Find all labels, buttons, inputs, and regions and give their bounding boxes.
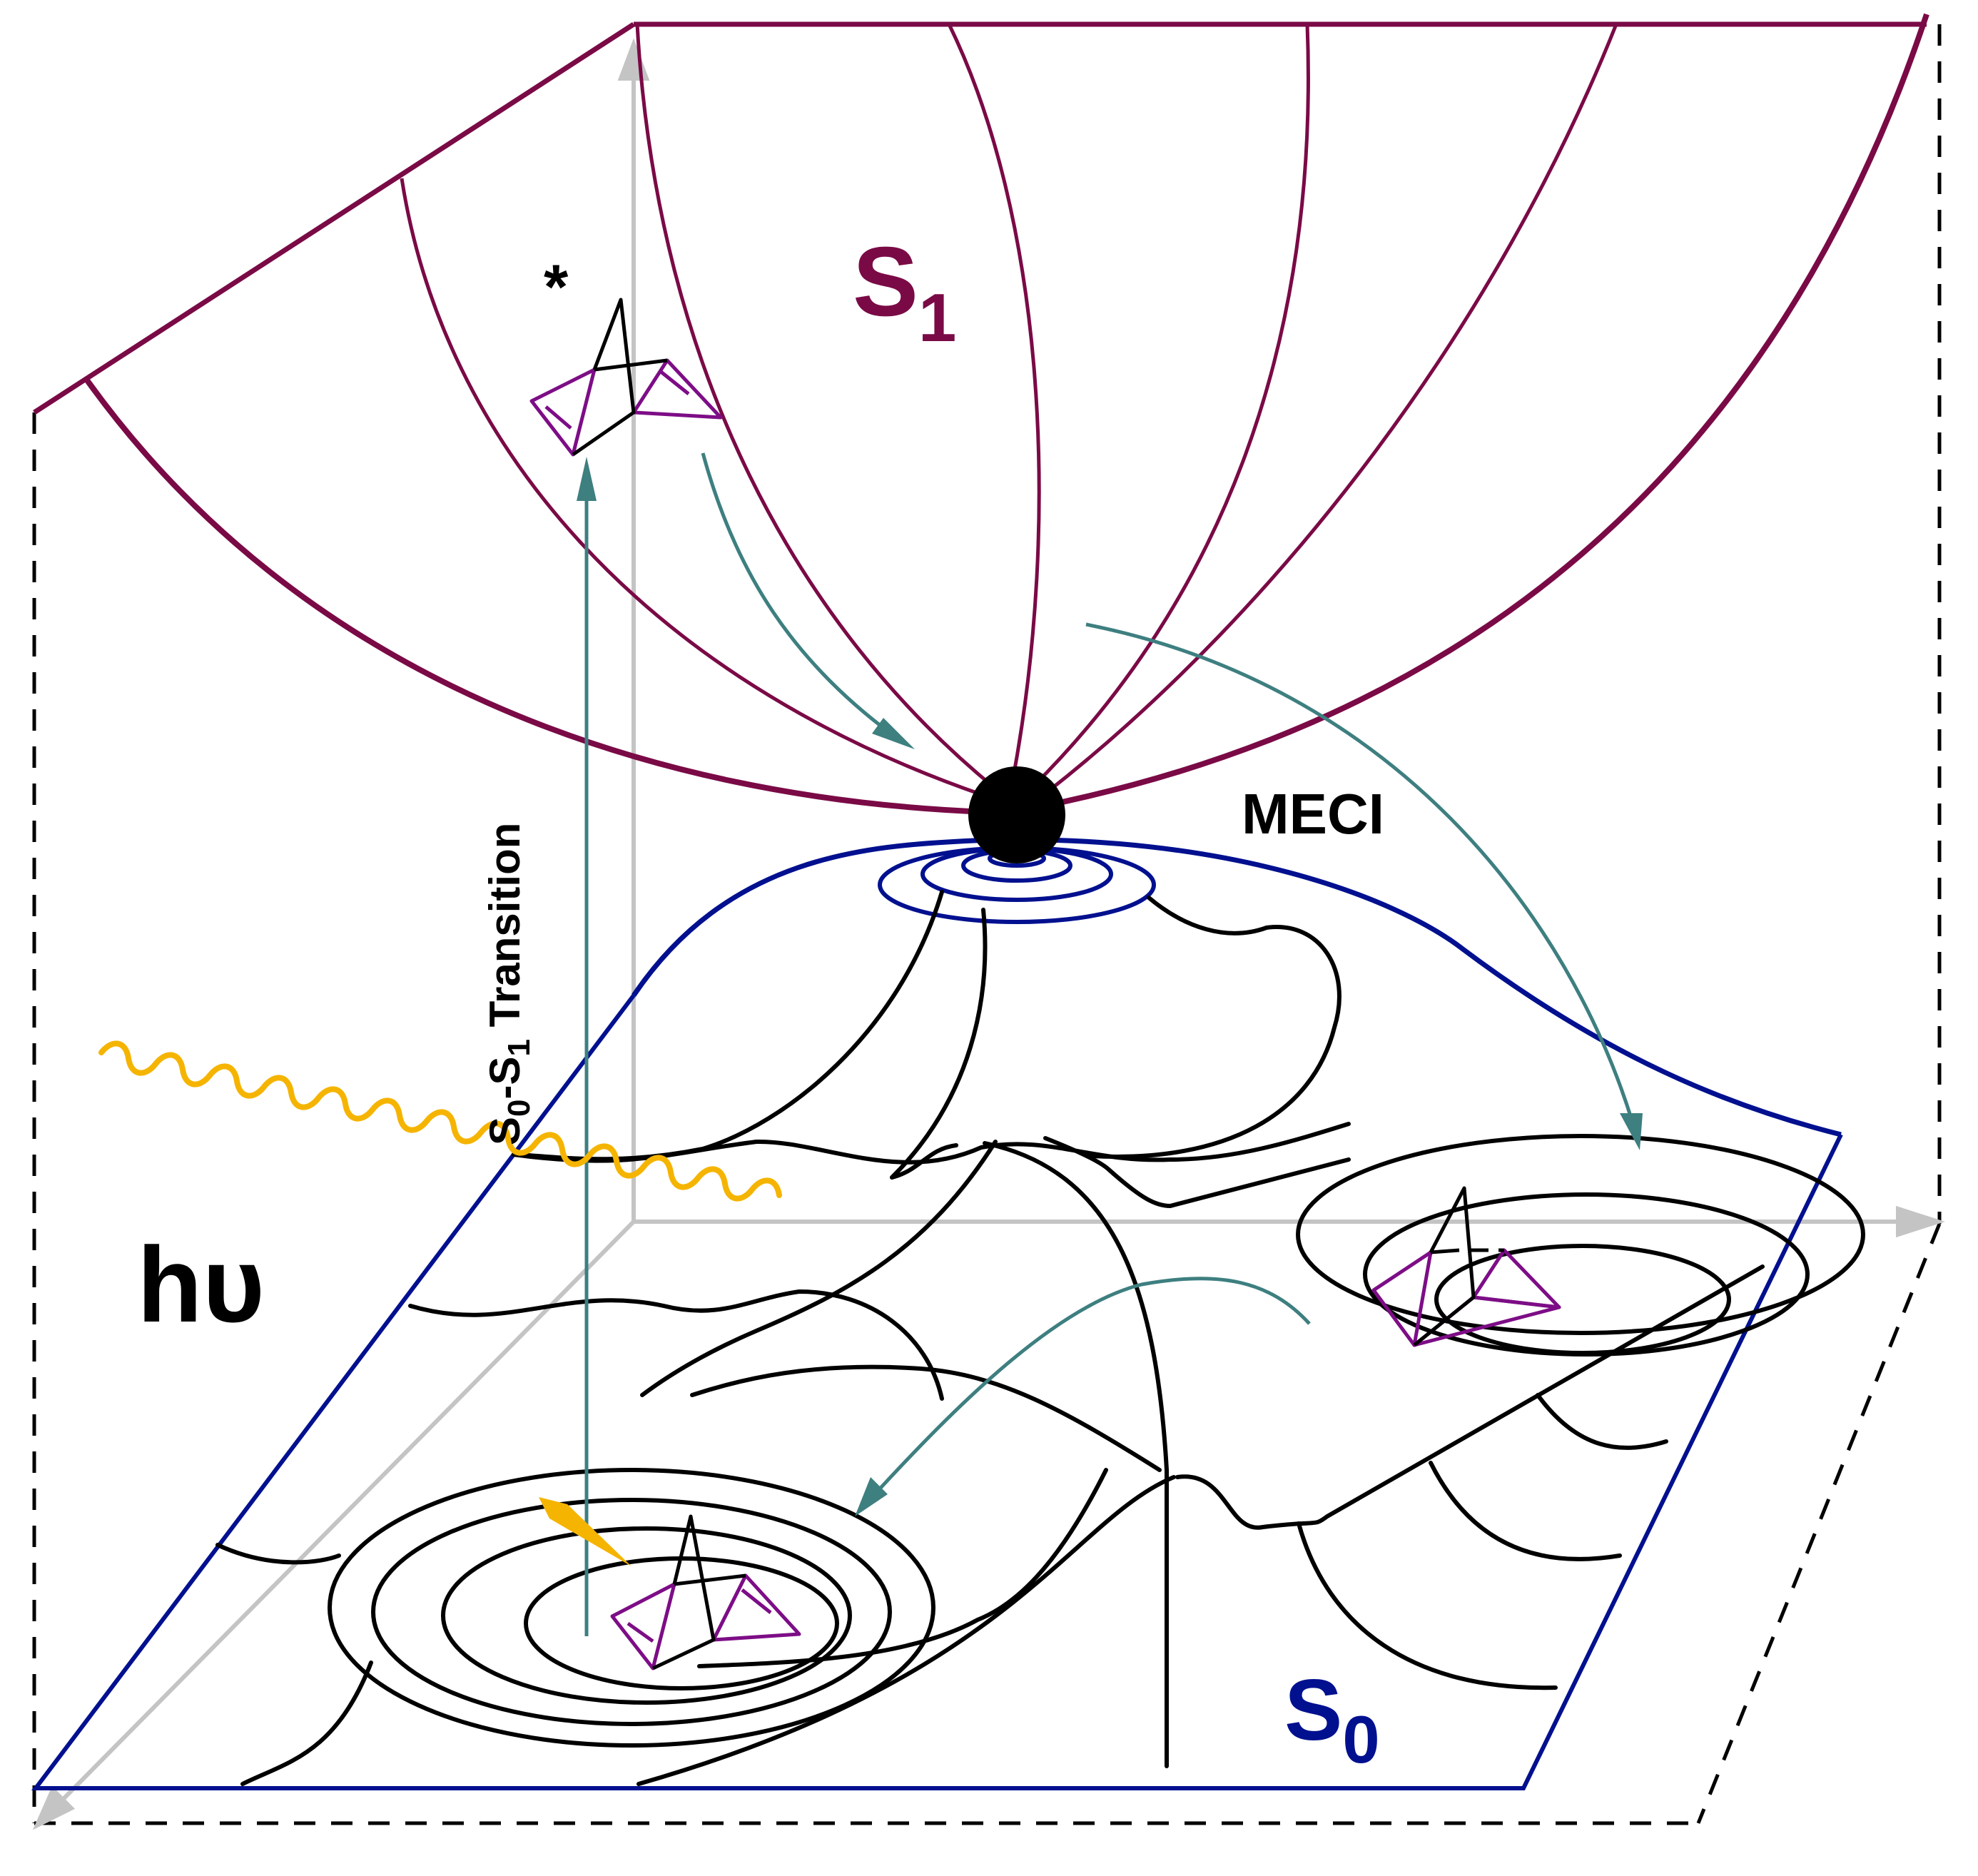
s1-surface [33, 13, 1929, 815]
product-to-reactant-arrow [873, 1277, 1311, 1496]
reactant-well-contours [328, 1468, 935, 1748]
molecule-quadricyclane-product [1371, 1186, 1561, 1347]
s0-crest [632, 837, 1842, 1137]
arrowhead-product [1620, 1113, 1643, 1150]
excited-state-marker: * [544, 251, 569, 322]
s0-label: S0 [1284, 1661, 1380, 1777]
s1-label: S1 [853, 227, 956, 356]
meci-point [968, 766, 1065, 863]
hv-label: hυ [137, 1225, 265, 1344]
reaction-pathways [584, 452, 1636, 1636]
s1-meridians [400, 23, 1618, 798]
s0-surface [31, 837, 1843, 1790]
molecule-excited-norbornadiene [529, 298, 723, 457]
molecule-norbornadiene-reactant [610, 1514, 801, 1670]
s1-relaxation-arrow [701, 452, 904, 744]
s1-rim-left [83, 376, 989, 815]
arrowhead-reactant [855, 1477, 888, 1516]
wavy-photon-icon [98, 1040, 782, 1202]
photon-arrowhead [539, 1497, 632, 1566]
bounding-box-dashed [32, 24, 1942, 1825]
s0-contour-lines [215, 890, 1865, 1786]
arrowhead-meci [872, 718, 915, 749]
pathway-arrowheads [577, 457, 1643, 1516]
s0-base-edges [31, 994, 1843, 1790]
transition-label: S0-S1 Transition [481, 823, 537, 1145]
product-well-contours [1296, 1134, 1865, 1357]
s1-rim-right [1041, 13, 1929, 809]
meci-to-product-arrow [1085, 622, 1636, 1128]
s1-left-edge [33, 22, 635, 415]
photon-arrow [98, 1040, 782, 1566]
arrowhead-up [577, 457, 597, 501]
meci-label: MECI [1242, 782, 1384, 846]
